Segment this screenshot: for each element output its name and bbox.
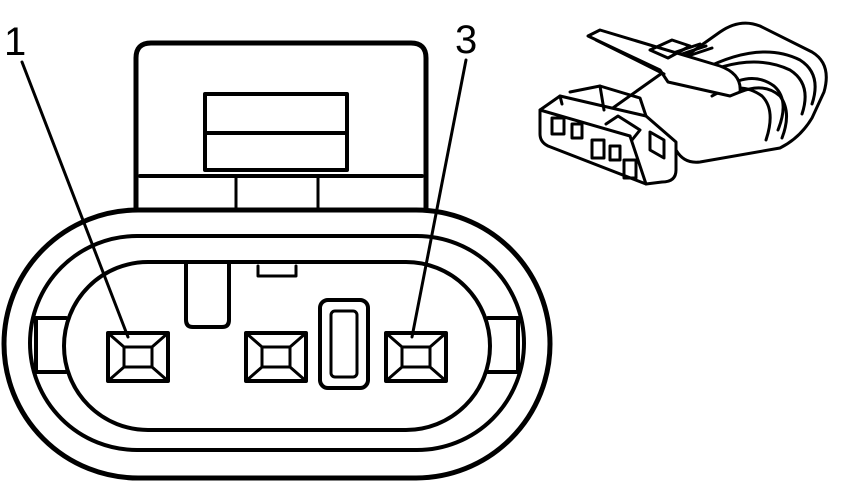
iso-cavity-1 [550, 116, 566, 136]
connector-body [1, 207, 553, 481]
iso-cavity-3 [622, 158, 638, 180]
latch-housing [133, 40, 429, 218]
terminal-cavity-1 [106, 331, 170, 383]
pin-label-1: 1 [4, 20, 27, 64]
side-key-left [34, 316, 68, 374]
iso-cavity-2 [590, 138, 606, 160]
lock-slot [318, 298, 370, 390]
side-key-right [486, 316, 520, 374]
terminal-cavity-2 [244, 331, 308, 383]
terminal-cavity-3 [384, 331, 448, 383]
pin-label-3: 3 [455, 18, 478, 62]
isometric-connector [538, 21, 828, 186]
leader-line-1 [20, 60, 130, 339]
leader-line-3 [410, 58, 468, 339]
polarization-tab [184, 260, 231, 329]
